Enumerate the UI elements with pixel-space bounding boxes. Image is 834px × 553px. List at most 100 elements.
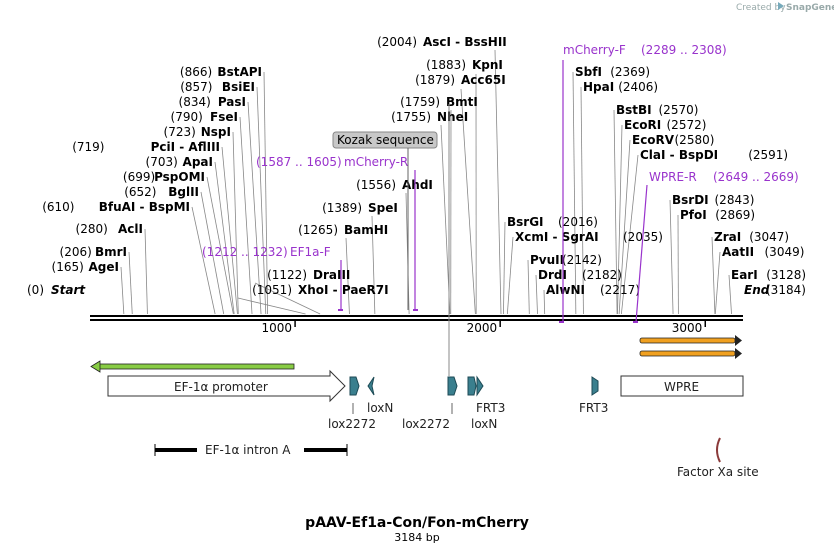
site-aatii[interactable]: AatII(3049) <box>722 245 804 259</box>
site-position: (703) <box>146 155 178 169</box>
site-cut-line <box>200 191 225 315</box>
site-name: Acc65I <box>461 73 506 87</box>
primer-mcherry-r-name: mCherry-R <box>344 155 408 169</box>
site-pasi[interactable]: PasI(834) <box>179 95 246 109</box>
site-nspi[interactable]: NspI(723) <box>164 125 231 139</box>
site-ecorv[interactable]: EcoRV(2580) <box>632 133 714 147</box>
site-position: (3047) <box>749 230 789 244</box>
primer-wpre-r[interactable]: WPRE-R (2649 .. 2669) <box>633 170 799 323</box>
start-label[interactable]: Start <box>51 283 86 297</box>
site-agei[interactable]: AgeI(165) <box>52 260 119 274</box>
primer-mcherry-r[interactable]: (1587 .. 1605) mCherry-R <box>256 155 418 311</box>
site-bstbi[interactable]: BstBI(2570) <box>616 103 698 117</box>
site-position: (834) <box>179 95 211 109</box>
kozak-sequence-label[interactable]: Kozak sequence <box>332 131 438 310</box>
ef1a-promoter-feature[interactable]: EF-1α promoter <box>107 369 346 403</box>
site-ahdi[interactable]: AhdI(1556) <box>356 178 433 192</box>
site-fsei[interactable]: FseI (790) <box>171 110 238 124</box>
site-ascibsshii[interactable]: AscI - BssHII(2004) <box>377 35 507 49</box>
site-bsrgi[interactable]: BsrGI(2016) <box>507 215 598 229</box>
site-name: AclI <box>118 222 143 236</box>
site-drdi[interactable]: DrdI(2182) <box>538 268 622 282</box>
site-name: SpeI <box>368 201 398 215</box>
site-acc65i[interactable]: Acc65I(1879) <box>415 73 506 87</box>
site-pvuii[interactable]: PvuII(2142) <box>530 253 602 267</box>
site-bamhi[interactable]: BamHI(1265) <box>298 223 388 237</box>
primer-mcherry-f-name: mCherry-F <box>563 43 626 57</box>
site-apai[interactable]: ApaI(703) <box>146 155 213 169</box>
site-xcmisgrai[interactable]: XcmI - SgrAI(2035) <box>515 230 663 244</box>
frt3-marker-2[interactable] <box>591 376 599 396</box>
site-bmri[interactable]: BmrI(206) <box>60 245 127 259</box>
site-position: (790) <box>171 110 203 124</box>
primer-ef1a-f[interactable]: (1212 .. 1232) EF1a-F <box>202 245 343 311</box>
site-xhoipaer7i[interactable]: XhoI - PaeR7I(1051) <box>252 283 389 297</box>
site-cut-line <box>214 161 235 315</box>
site-zrai[interactable]: ZraI(3047) <box>714 230 789 244</box>
plasmid-length: 3184 bp <box>394 531 439 544</box>
site-position: (2572) <box>667 118 707 132</box>
reverse-primer-arrow[interactable] <box>90 360 295 373</box>
factor-xa-label: Factor Xa site <box>677 465 759 479</box>
site-name: HpaI <box>583 80 614 94</box>
frt3-marker-1[interactable] <box>476 375 484 397</box>
site-name: XcmI - SgrAI <box>515 230 599 244</box>
ruler-tick-label: 3000 <box>672 321 703 335</box>
site-bglii[interactable]: BglII(652) <box>124 185 199 199</box>
site-eari[interactable]: EarI(3128) <box>731 268 806 282</box>
site-name: AgeI <box>89 260 119 274</box>
site-acli[interactable]: AclI(280) <box>76 222 143 236</box>
site-alwni[interactable]: AlwNI(2217) <box>546 283 640 297</box>
site-name: BfuAI - BspMI <box>99 200 190 214</box>
wpre-feature[interactable]: WPRE <box>620 375 744 397</box>
site-pfoi[interactable]: PfoI(2869) <box>680 208 755 222</box>
loxn-marker-2[interactable] <box>467 376 477 396</box>
frt3-label-2: FRT3 <box>579 401 608 415</box>
site-bfuaibspmi[interactable]: BfuAI - BspMI(610) <box>42 200 190 214</box>
site-sbfi[interactable]: SbfI(2369) <box>575 65 650 79</box>
site-position: (2406) <box>618 80 658 94</box>
site-spei[interactable]: SpeI(1389) <box>322 201 398 215</box>
plasmid-title: pAAV-Ef1a-Con/Fon-mCherry <box>305 515 529 531</box>
site-claibspdi[interactable]: ClaI - BspDI(2591) <box>640 148 788 162</box>
primer-ef1a-f-range: (1212 .. 1232) <box>202 245 288 259</box>
site-pciiafliii[interactable]: PciI - AflIII(719) <box>72 140 220 154</box>
site-name: EarI <box>731 268 758 282</box>
lox2272-marker-1[interactable] <box>349 376 360 414</box>
site-position: (2217) <box>600 283 640 297</box>
primer-mcherry-f[interactable]: mCherry-F (2289 .. 2308) <box>559 43 727 323</box>
site-pspomi[interactable]: PspOMI(699) <box>123 170 205 184</box>
lox2272-marker-2[interactable] <box>447 376 458 414</box>
ef1a-intron-feature[interactable]: EF-1α intron A <box>154 443 348 457</box>
loxn-label-1: loxN <box>367 401 393 415</box>
site-name: FseI <box>210 110 238 124</box>
site-cut-line <box>440 124 451 315</box>
forward-orange-arrow-1[interactable] <box>639 335 742 346</box>
site-name: BmrI <box>95 245 127 259</box>
primer-wpre-r-name: WPRE-R <box>649 170 697 184</box>
site-cut-line <box>120 266 125 315</box>
site-name: DraIII <box>313 268 350 282</box>
site-kpni[interactable]: KpnI(1883) <box>426 58 503 72</box>
site-hpai[interactable]: HpaI (2406) <box>583 80 658 94</box>
factor-xa-feature[interactable]: Factor Xa site <box>677 437 759 479</box>
site-draiii[interactable]: DraIII(1122) <box>267 268 350 282</box>
loxn-marker-1[interactable] <box>367 376 375 396</box>
site-cut-line <box>543 289 546 315</box>
site-bstapi[interactable]: BstAPI(866) <box>180 65 262 79</box>
site-cut-line <box>572 71 577 315</box>
sequence-backbone <box>90 315 743 321</box>
site-bsiei[interactable]: BsiEI(857) <box>180 80 255 94</box>
wpre-label: WPRE <box>664 380 699 394</box>
site-bsrdi[interactable]: BsrDI(2843) <box>672 193 754 207</box>
site-bmti[interactable]: BmtI(1759) <box>400 95 478 109</box>
primer-mcherry-f-range: (2289 .. 2308) <box>641 43 727 57</box>
site-ecori[interactable]: EcoRI(2572) <box>624 118 706 132</box>
ef1a-intron-label: EF-1α intron A <box>205 443 291 457</box>
end-label[interactable]: End <box>744 283 770 297</box>
site-nhei[interactable]: NheI(1755) <box>391 110 468 124</box>
snapgene-brand: SnapGene <box>786 3 834 13</box>
site-cut-line <box>527 259 530 315</box>
forward-orange-arrow-2[interactable] <box>639 348 742 359</box>
site-cut-line <box>506 236 514 315</box>
